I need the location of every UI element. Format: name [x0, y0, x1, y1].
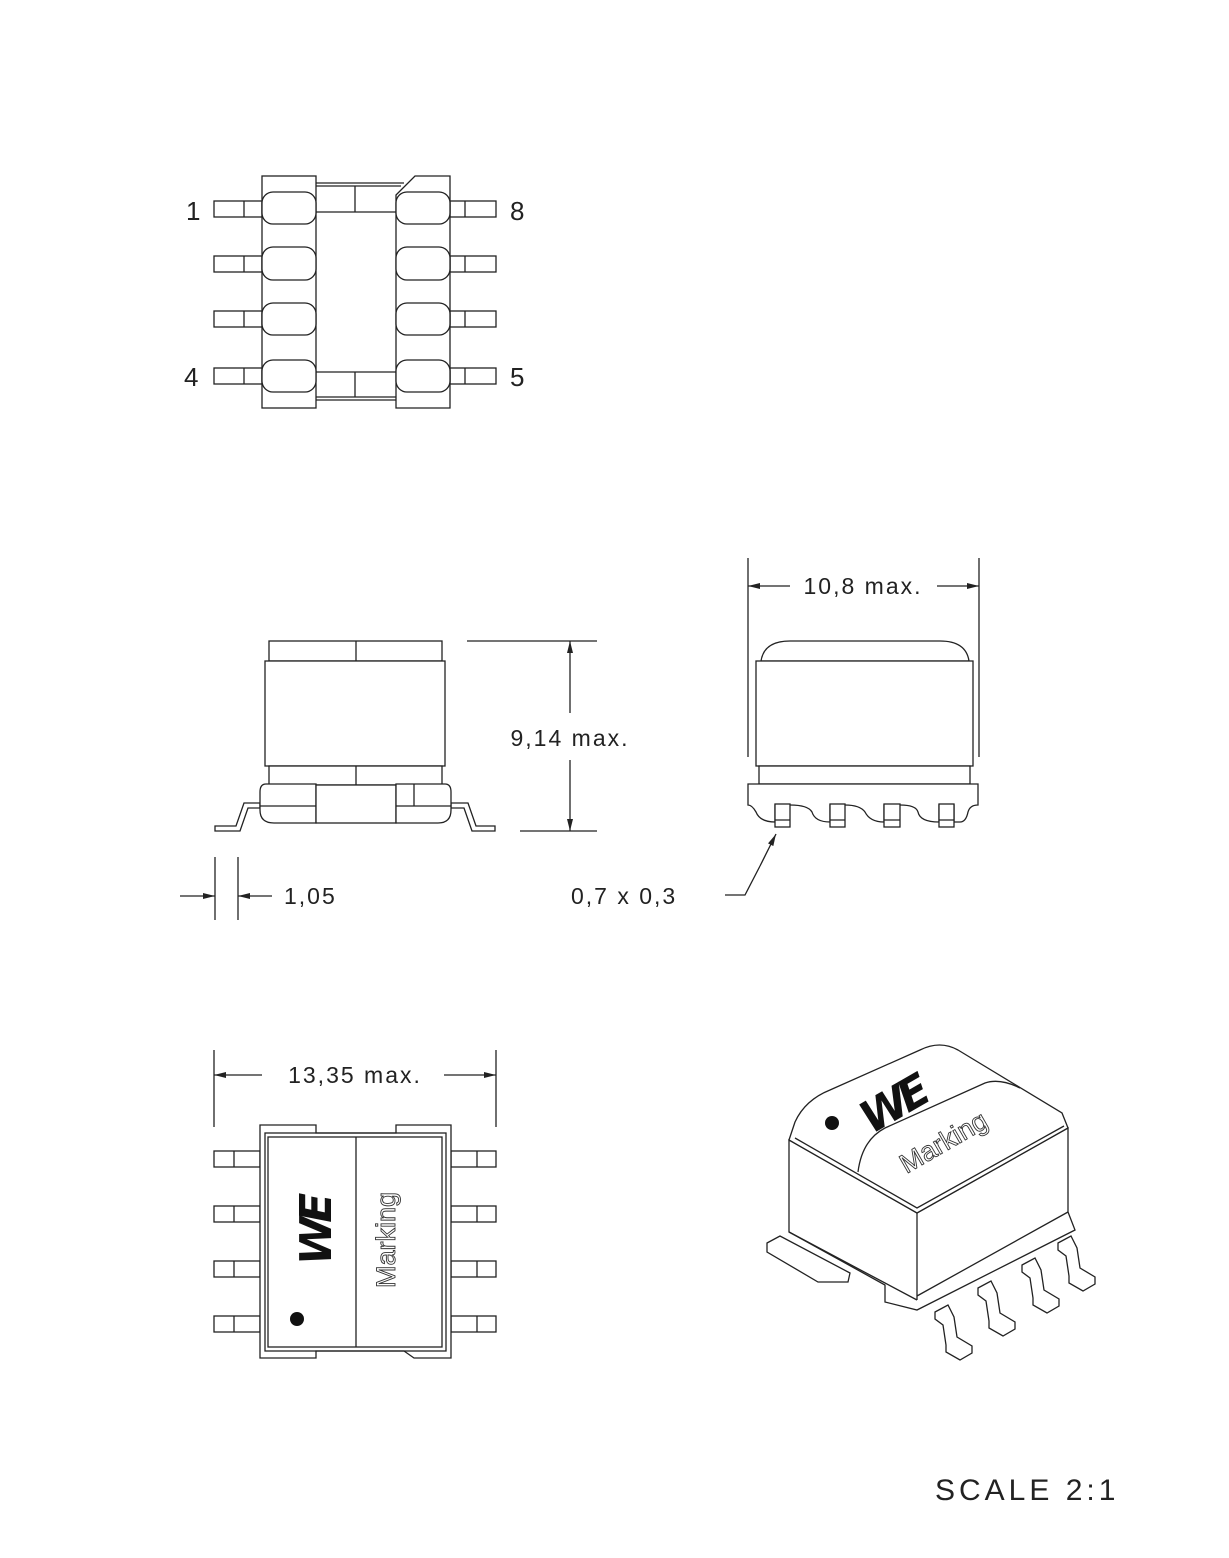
pin-8-label: 8: [510, 196, 524, 226]
isometric-leads: [934, 1235, 1096, 1361]
isometric-view: WE Marking: [766, 1044, 1096, 1361]
pad-size-leader-arrow: [759, 833, 777, 867]
pin-1-label: 1: [186, 196, 200, 226]
length-extension-lines: [213, 1050, 497, 1127]
top-view: 1 4 8 5: [184, 175, 524, 409]
scale-label: SCALE 2:1: [935, 1474, 1119, 1507]
lead-offset-extension-lines: [214, 857, 239, 920]
iso-pin1-dot-icon: [825, 1116, 839, 1130]
end-view-pads: [774, 803, 955, 828]
lead-offset-dimension: 1,05: [284, 883, 337, 909]
front-view-left-pad: [259, 783, 317, 824]
top-view-bridges: [316, 182, 404, 401]
front-view-left-lead: [214, 802, 261, 832]
front-view-right-lead: [450, 802, 496, 832]
top-view-pads: [261, 191, 451, 393]
front-view: 9,14 max. 1,05: [180, 640, 630, 920]
pin-5-label: 5: [510, 362, 524, 392]
pin-4-label: 4: [184, 362, 198, 392]
top-view-leads: [213, 200, 497, 385]
front-view-center-block: [315, 784, 397, 824]
end-view-strip: [758, 765, 971, 785]
pad-size-dimension: 0,7 x 0,3: [571, 883, 677, 909]
marking-text: Marking: [371, 1192, 401, 1288]
height-extension-lines: [467, 640, 597, 832]
we-logo: WE: [291, 1193, 342, 1266]
end-view-body: [755, 660, 974, 767]
height-dimension: 9,14 max.: [511, 725, 630, 751]
pad-size-leader: [725, 865, 761, 896]
end-view-base: [747, 783, 979, 823]
width-dimension: 10,8 max.: [804, 573, 923, 599]
isometric-left-lead-bar: [766, 1235, 851, 1283]
end-view-dome: [760, 640, 970, 662]
width-extension-lines: [747, 558, 980, 757]
pin1-dot-icon: [290, 1312, 304, 1326]
marking-view-leads: [213, 1150, 497, 1333]
end-view: 10,8 max. 0,7 x 0,3: [571, 558, 980, 909]
length-dimension: 13,35 max.: [288, 1062, 422, 1088]
front-view-body: [264, 660, 446, 767]
front-view-right-pad: [395, 783, 452, 824]
marking-view: 13,35 max. WE Marking: [213, 1050, 497, 1359]
